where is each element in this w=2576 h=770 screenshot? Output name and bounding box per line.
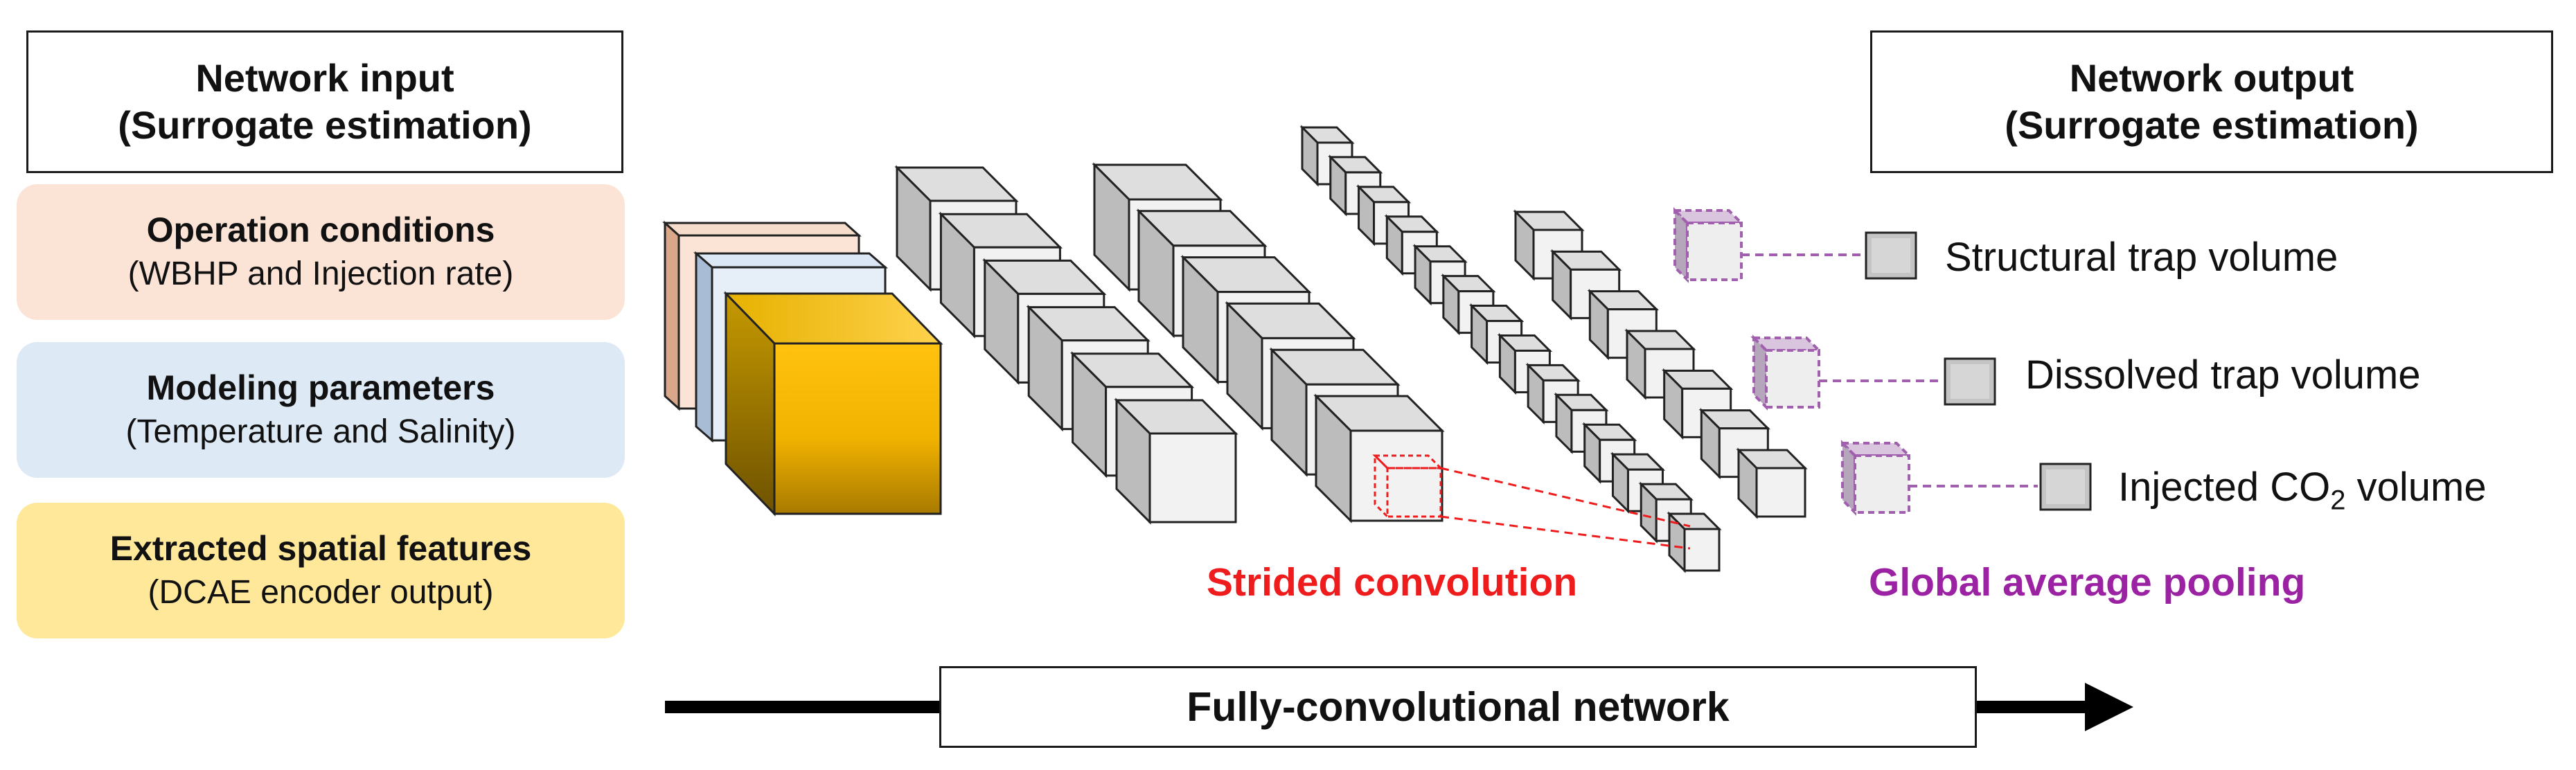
fully-convolutional-network-box: Fully-convolutional network — [939, 666, 1977, 748]
conv-layer-chain-2 — [1092, 162, 1445, 523]
cube-icon — [1944, 357, 1996, 406]
input-operation-conditions: Operation conditions (WBHP and Injection… — [17, 184, 625, 320]
output-structural-trap-label: Structural trap volume — [1945, 235, 2338, 280]
strided-kernel — [1372, 453, 1691, 550]
cube-icon — [2039, 463, 2092, 511]
operation-conditions-title: Operation conditions — [146, 211, 495, 250]
spatial-features-title: Extracted spatial features — [109, 529, 532, 568]
input-extracted-spatial-features: Extracted spatial features (DCAE encoder… — [17, 503, 625, 638]
global-average-pooling-caption: Global average pooling — [1869, 560, 2306, 605]
pooling-injected — [1839, 440, 2092, 516]
spatial-features-detail: (DCAE encoder output) — [148, 574, 494, 611]
injected-suffix: volume — [2345, 465, 2487, 510]
modeling-parameters-detail: (Temperature and Salinity) — [125, 413, 516, 451]
injected-prefix: Injected CO — [2118, 465, 2331, 510]
operation-conditions-detail: (WBHP and Injection rate) — [127, 256, 514, 293]
cube-icon — [1313, 393, 1445, 523]
network-input-subtitle: (Surrogate estimation) — [118, 103, 532, 147]
pooling-dissolved — [1750, 334, 1996, 411]
cube-icon — [1468, 303, 1525, 366]
conv-layer-chain-4 — [1513, 209, 1808, 519]
cube-icon — [1865, 231, 1917, 280]
strided-convolution-caption: Strided convolution — [1207, 560, 1578, 605]
network-input-title: Network input — [195, 55, 454, 100]
input-cube-stack — [662, 220, 943, 517]
cube-icon — [1328, 154, 1383, 217]
cube-icon — [723, 291, 943, 517]
conv-layer-chain-1 — [894, 165, 1238, 525]
output-injected-co2-label: Injected CO2 volume — [2118, 464, 2487, 517]
network-input-box: Network input (Surrogate estimation) — [26, 30, 623, 173]
network-output-title: Network output — [2069, 55, 2354, 100]
injected-subscript: 2 — [2330, 485, 2346, 516]
input-modeling-parameters: Modeling parameters (Temperature and Sal… — [17, 342, 625, 478]
output-dissolved-trap-label: Dissolved trap volume — [2025, 352, 2421, 397]
cube-icon — [1736, 447, 1808, 519]
modeling-parameters-title: Modeling parameters — [146, 368, 495, 408]
cube-icon — [1667, 511, 1722, 573]
cube-icon — [1114, 397, 1238, 525]
pooling-structural — [1671, 207, 1917, 283]
conv-layer-chain-3 — [1299, 125, 1722, 573]
network-output-box: Network output (Surrogate estimation) — [1870, 30, 2553, 173]
network-output-subtitle: (Surrogate estimation) — [2005, 103, 2419, 147]
